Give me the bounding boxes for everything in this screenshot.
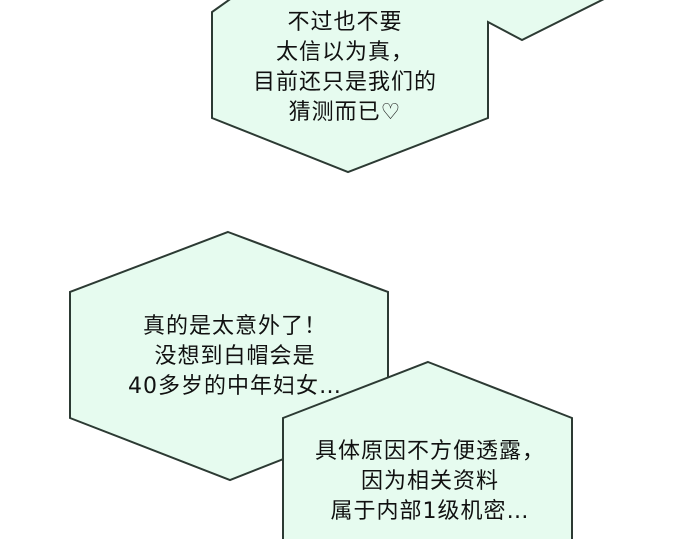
dialogue-text-top: 不过也不要 太信以为真， 目前还只是我们的 猜测而已♡ xyxy=(230,8,460,128)
speech-bubble-bottom xyxy=(282,360,573,539)
dialogue-line: 太信以为真， xyxy=(275,40,414,65)
dialogue-line: 40多岁的中年妇女… xyxy=(128,374,342,399)
speech-bubble-top xyxy=(211,0,605,174)
dialogue-text-bottom: 具体原因不方便透露， 因为相关资料 属于内部1级机密… xyxy=(300,437,560,527)
dialogue-line: 具体原因不方便透露， xyxy=(314,439,545,464)
dialogue-line: 猜测而已♡ xyxy=(288,100,402,125)
dialogue-line: 因为相关资料 xyxy=(360,469,499,494)
dialogue-line: 目前还只是我们的 xyxy=(252,70,437,95)
dialogue-text-middle: 真的是太意外了！ 没想到白帽会是 40多岁的中年妇女… xyxy=(95,312,375,402)
dialogue-line: 没想到白帽会是 xyxy=(154,344,316,369)
dialogue-line: 真的是太意外了！ xyxy=(142,314,327,339)
dialogue-line: 不过也不要 xyxy=(287,10,403,35)
dialogue-line: 属于内部1级机密… xyxy=(330,499,530,524)
